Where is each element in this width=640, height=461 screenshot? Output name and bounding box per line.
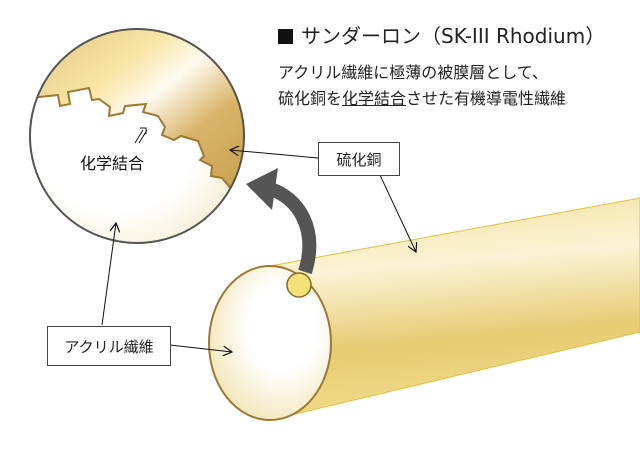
- square-bullet-icon: [278, 29, 293, 44]
- pointer-copper-to-circle: [230, 150, 319, 159]
- acrylic-fiber-label: アクリル繊維: [47, 326, 171, 366]
- copper-sulfide-layer: [30, 29, 244, 192]
- detail-spot: [286, 272, 312, 298]
- desc-underlined: 化学結合: [342, 89, 407, 108]
- pointer-copper-to-fiber: [379, 174, 416, 252]
- description-line-2: 硫化銅を化学結合させた有機導電性繊維: [278, 86, 566, 112]
- copper-sulfide-label: 硫化銅: [318, 142, 400, 176]
- magnify-arrow: [265, 181, 317, 275]
- title: サンダーロン（SK-III Rhodium）: [278, 20, 605, 49]
- fiber-cross-section: [208, 265, 332, 421]
- pointer-acrylic-to-fiber: [169, 344, 232, 352]
- title-text: サンダーロン（SK-III Rhodium）: [301, 24, 606, 48]
- pointer-acrylic-to-circle: [101, 223, 116, 326]
- desc-post: させた有機導電性繊維: [406, 89, 567, 108]
- description-line-1: アクリル繊維に極薄の被膜層として、: [278, 63, 548, 82]
- bond-arrow-icon: [134, 127, 148, 144]
- magnified-view: [29, 28, 245, 244]
- chemical-bond-label: 化学結合: [80, 154, 145, 173]
- magnify-arrowhead: [246, 168, 278, 210]
- description: アクリル繊維に極薄の被膜層として、 硫化銅を化学結合させた有機導電性繊維: [278, 60, 566, 112]
- desc-pre: 硫化銅を: [278, 89, 343, 108]
